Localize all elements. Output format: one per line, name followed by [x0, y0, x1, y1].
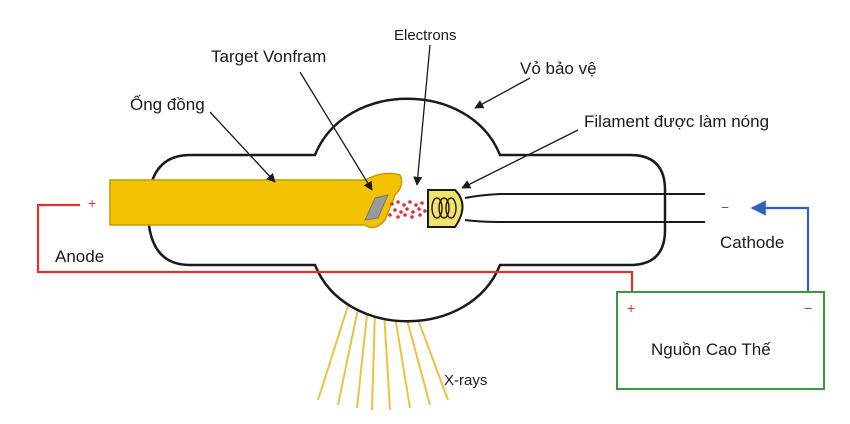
power-supply-box	[616, 291, 825, 390]
cathode-leads	[464, 193, 705, 223]
label-housing: Vỏ bảo vệ	[520, 59, 597, 78]
pointer-arrows	[209, 44, 579, 191]
cathode-wire	[750, 200, 810, 292]
label-filament: Filament được làm nóng	[584, 112, 769, 131]
electron-beam	[388, 200, 427, 219]
label-power-supply: Nguồn Cao Thế	[651, 340, 771, 359]
label-xrays: X-rays	[444, 372, 487, 389]
anode-wire	[36, 203, 634, 292]
cathode-minus-sign: −	[721, 199, 729, 215]
copper-tube	[109, 172, 403, 229]
label-target: Target Vonfram	[211, 47, 326, 66]
filament-coil	[431, 197, 457, 219]
label-cathode: Cathode	[720, 233, 784, 252]
supply-plus-sign: +	[627, 300, 635, 316]
filament-cup	[427, 189, 464, 228]
label-electrons: Electrons	[394, 27, 457, 44]
anode-plus-sign: +	[88, 195, 96, 211]
label-anode: Anode	[55, 247, 104, 266]
label-copper-tube: Ống đồng	[130, 94, 205, 114]
supply-minus-sign: −	[804, 300, 812, 316]
tungsten-target	[364, 194, 389, 221]
